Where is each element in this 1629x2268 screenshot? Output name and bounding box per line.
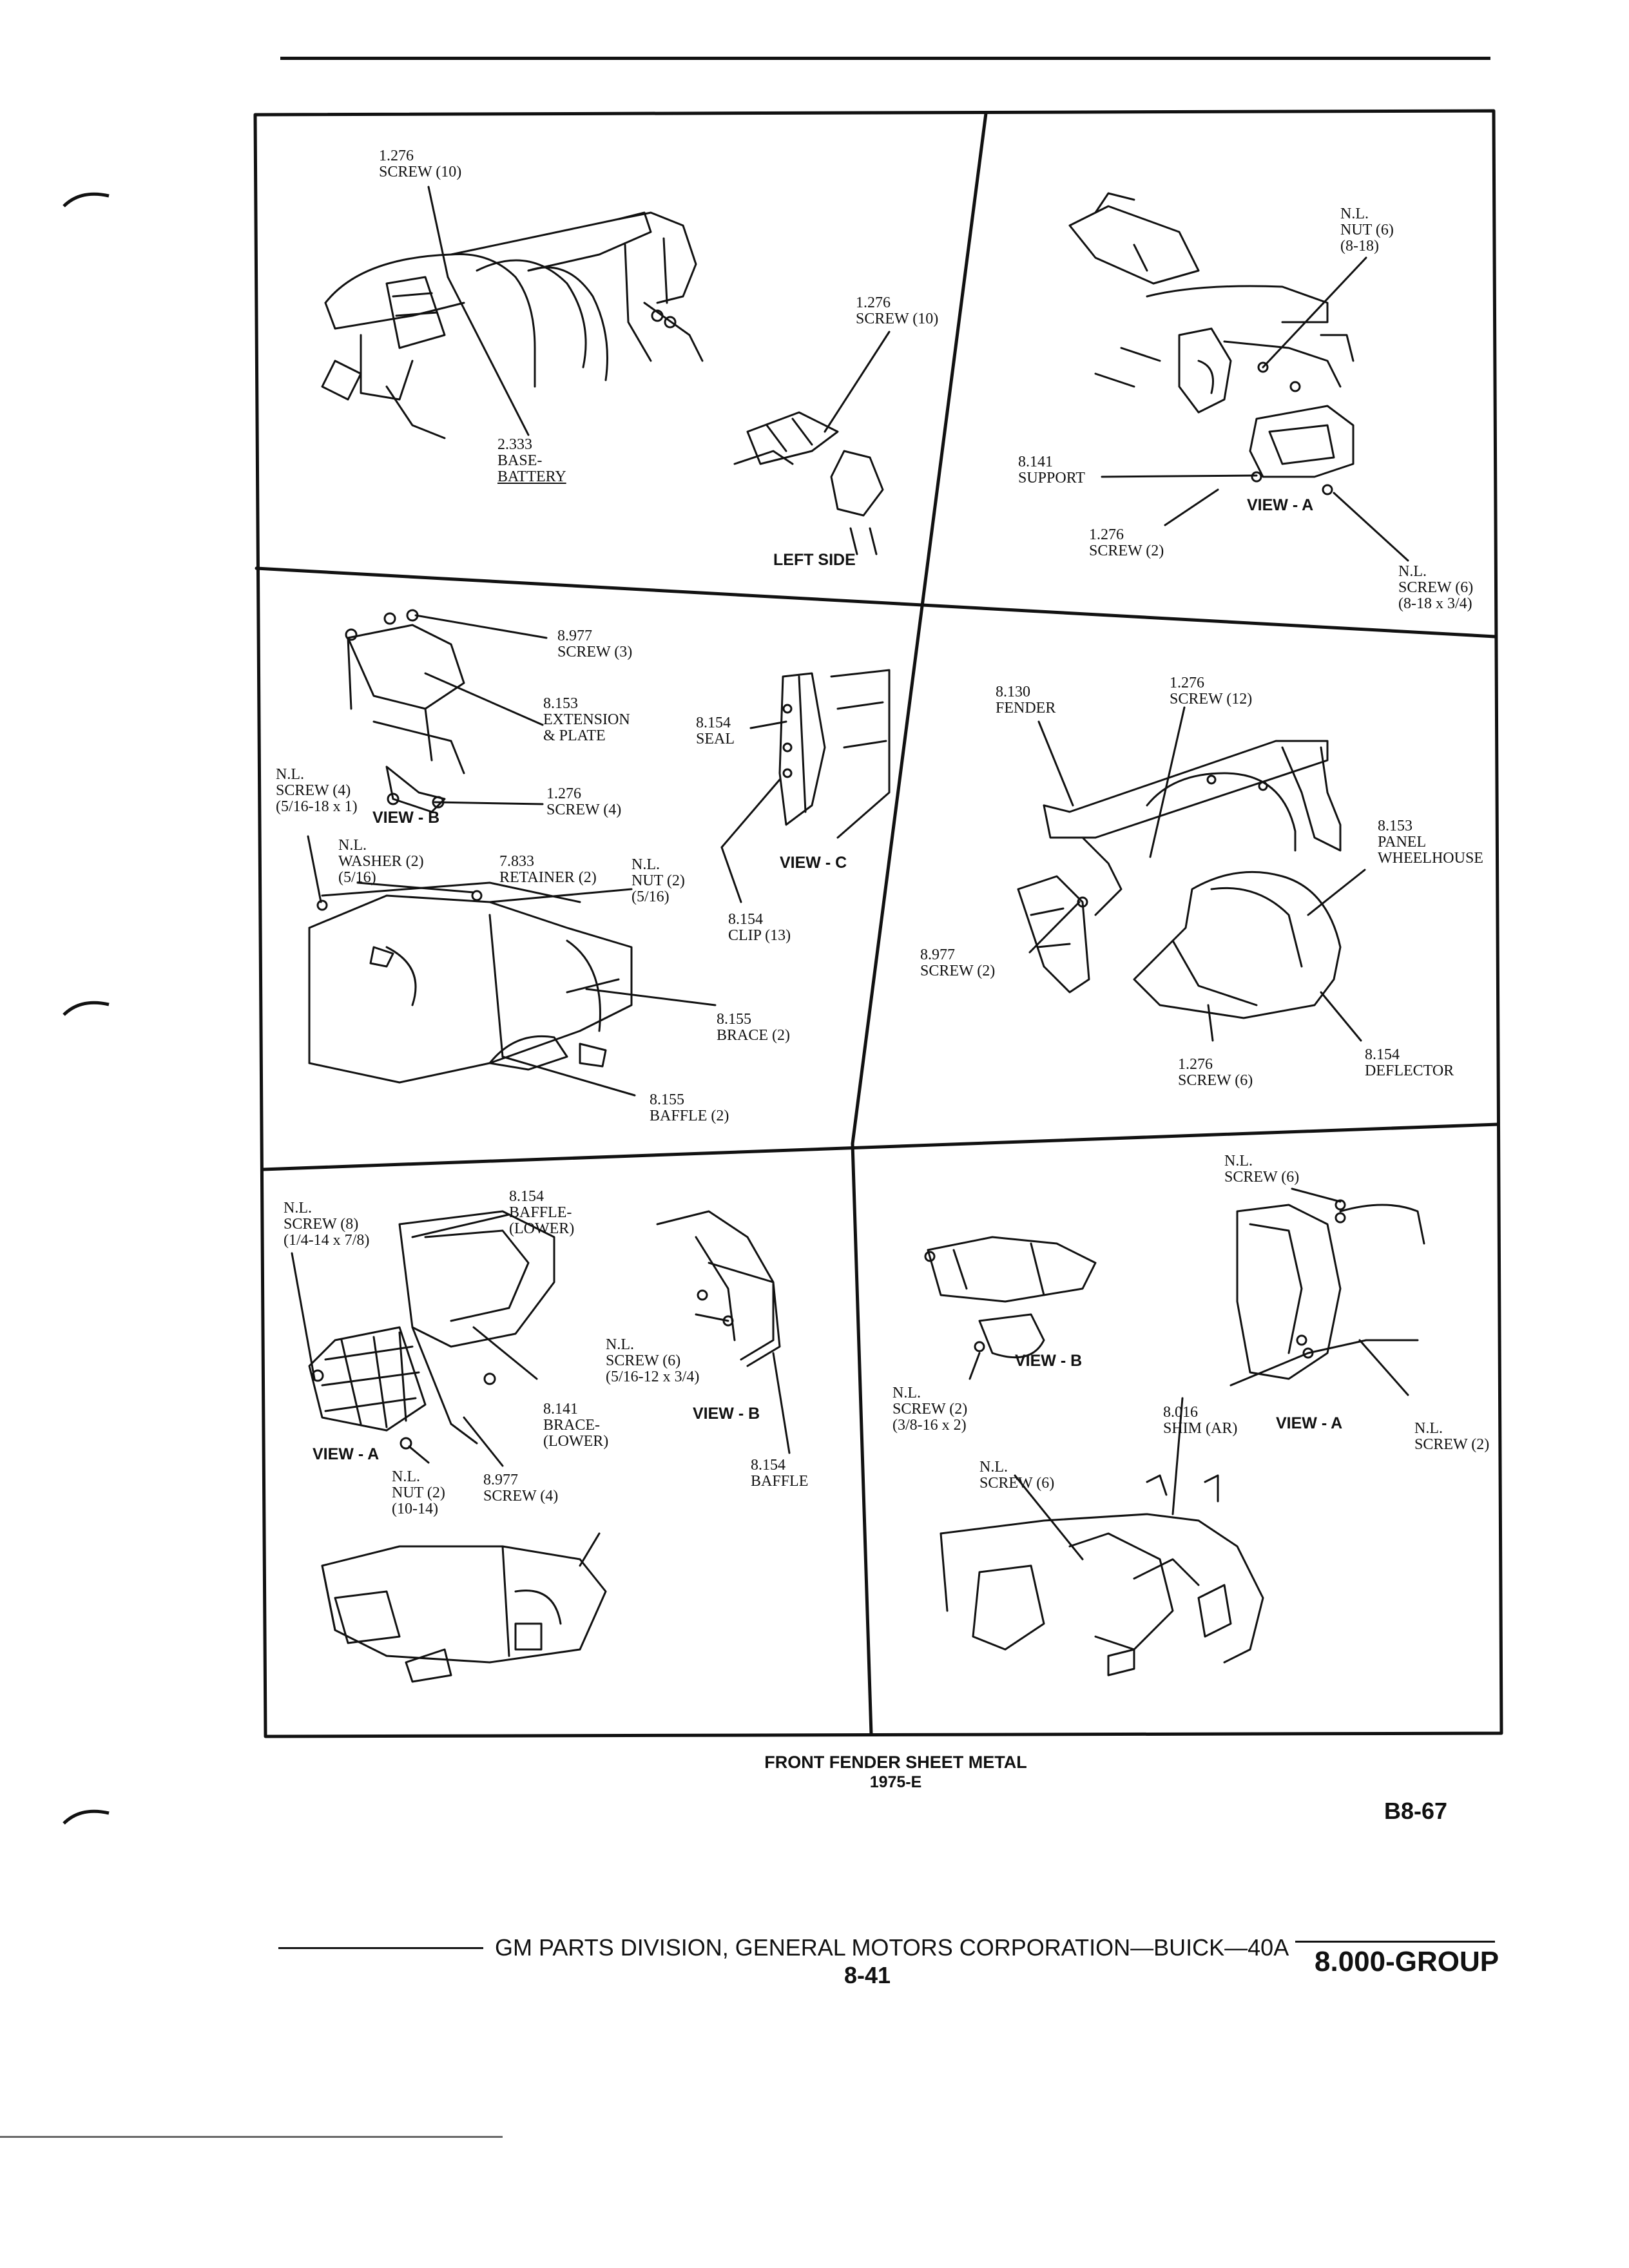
divider-v2 — [851, 1142, 873, 1736]
label-view-b-p6: VIEW - B — [1015, 1352, 1083, 1370]
label-view-b-p3: VIEW - B — [372, 809, 440, 827]
caption-subtitle: 1975-E — [869, 1773, 922, 1791]
label-screw12: 1.276 SCREW (12) — [1170, 675, 1253, 707]
label-baffle-p5: 8.154 BAFFLE — [751, 1457, 809, 1490]
label-nl-screw6-bottom: N.L. SCREW (6) — [979, 1459, 1055, 1492]
label-nl-screw6-top: N.L. SCREW (6) — [1224, 1153, 1300, 1186]
label-shim: 8.016 SHIM (AR) — [1163, 1404, 1238, 1437]
label-nl-screw2-left: N.L. SCREW (2) (3/8-16 x 2) — [892, 1385, 968, 1434]
panel4-illustration — [1017, 740, 1342, 1019]
label-nl-screw2-right: N.L. SCREW (2) — [1414, 1420, 1490, 1453]
label-nl-screw4: N.L. SCREW (4) (5/16-18 x 1) — [276, 766, 358, 815]
punch-mark-3 — [63, 1809, 110, 1825]
caption-title: FRONT FENDER SHEET METAL — [764, 1753, 1027, 1772]
label-retainer: 7.833 RETAINER (2) — [499, 853, 597, 886]
label-clip: 8.154 CLIP (13) — [728, 911, 791, 944]
label-panel-wheelhouse: 8.153 PANEL WHEELHOUSE — [1378, 818, 1483, 867]
label-extension-plate: 8.153 EXTENSION & PLATE — [543, 695, 630, 744]
label-screw2-p2: 1.276 SCREW (2) — [1089, 526, 1164, 559]
label-screw4-p5: 8.977 SCREW (4) — [483, 1472, 559, 1504]
label-screw3: 8.977 SCREW (3) — [557, 628, 633, 660]
label-screw6-p4: 1.276 SCREW (6) — [1178, 1056, 1253, 1089]
punch-mark-2 — [63, 1001, 110, 1016]
label-deflector: 8.154 DEFLECTOR — [1365, 1046, 1454, 1079]
label-screw4-p3: 1.276 SCREW (4) — [546, 785, 622, 818]
footer-page: 8-41 — [844, 1962, 891, 1988]
panel1-illustration — [321, 211, 884, 555]
label-view-a-p5: VIEW - A — [313, 1445, 380, 1463]
label-nl-nut2-p3: N.L. NUT (2) (5/16) — [631, 856, 685, 905]
label-left-side: LEFT SIDE — [773, 551, 856, 569]
label-base-battery-b: BATTERY — [497, 468, 566, 485]
divider-h1 — [255, 566, 1497, 639]
label-brace-lower: 8.141 BRACE- (LOWER) — [543, 1401, 609, 1450]
label-brace: 8.155 BRACE (2) — [717, 1011, 790, 1044]
label-base-battery-a: BASE- — [497, 452, 543, 469]
label-view-a-p6: VIEW - A — [1276, 1414, 1343, 1432]
panel5-illustration — [308, 1210, 781, 1683]
label-nl-screw6-p5: N.L. SCREW (6) (5/16-12 x 3/4) — [606, 1336, 700, 1385]
label-baffle-lower: 8.154 BAFFLE- (LOWER) — [509, 1188, 575, 1237]
label-support: 8.141 SUPPORT — [1018, 454, 1085, 486]
panel2-illustration — [1068, 192, 1354, 495]
label-nl-nut2-p5: N.L. NUT (2) (10-14) — [392, 1468, 445, 1517]
footer-rule-right — [1295, 1941, 1495, 1943]
label-baffle-p3: 8.155 BAFFLE (2) — [650, 1091, 729, 1124]
label-nl-washer: N.L. WASHER (2) (5/16) — [338, 837, 424, 886]
footer-group: 8.000-GROUP — [1315, 1946, 1499, 1977]
footer-text: GM PARTS DIVISION, GENERAL MOTORS CORPOR… — [495, 1934, 1289, 1961]
label-base-battery-num: 2.333 — [497, 436, 532, 453]
label-nl-screw8: N.L. SCREW (8) (1/4-14 x 7/8) — [284, 1200, 370, 1249]
label-nl-screw6-p2: N.L. SCREW (6) (8-18 x 3/4) — [1398, 563, 1474, 612]
label-screw10-mid: 1.276 SCREW (10) — [856, 294, 939, 327]
top-rule — [280, 57, 1490, 60]
label-view-c: VIEW - C — [780, 854, 847, 872]
divider-v1 — [851, 111, 988, 1146]
label-nl-nut6: N.L. NUT (6) (8-18) — [1340, 206, 1394, 255]
frame-outline — [253, 109, 1503, 1738]
punch-mark-1 — [63, 192, 110, 207]
label-view-a-p2: VIEW - A — [1247, 496, 1314, 514]
footer-rule-left — [278, 1947, 483, 1949]
panel6-illustration — [924, 1199, 1425, 1677]
bottom-scan-line — [0, 2136, 503, 2138]
label-view-b-p5: VIEW - B — [693, 1405, 760, 1423]
panel3-illustration — [308, 609, 891, 1084]
label-seal: 8.154 SEAL — [696, 715, 735, 747]
divider-h2 — [261, 1122, 1500, 1171]
label-screw2-p4: 8.977 SCREW (2) — [920, 947, 996, 979]
figure-id: B8-67 — [1384, 1798, 1448, 1824]
label-screw10-top: 1.276 SCREW (10) — [379, 148, 462, 180]
label-fender: 8.130 FENDER — [996, 684, 1056, 716]
